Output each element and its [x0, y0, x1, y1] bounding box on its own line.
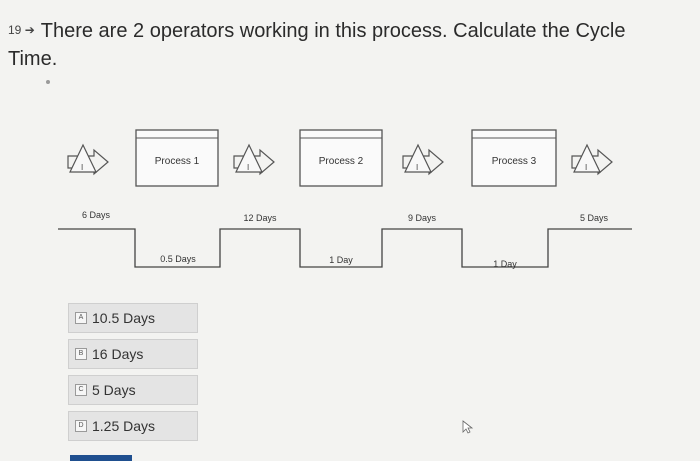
question-body: There are 2 operators working in this pr… [8, 20, 626, 70]
option-label: 16 Days [92, 346, 144, 362]
question-number: 19 ➔ [8, 23, 35, 37]
process-label: Process 1 [155, 156, 200, 167]
option-letter: B [75, 348, 87, 360]
inventory-push-arrow-4: I [571, 144, 613, 175]
answer-option-a[interactable]: A 10.5 Days [68, 303, 198, 333]
wait-label-1: 6 Days [82, 210, 111, 220]
option-label: 1.25 Days [92, 418, 156, 434]
process-time-label-2: 1 Day [329, 255, 353, 265]
inventory-label: I [585, 163, 587, 172]
inventory-label: I [81, 163, 83, 172]
mouse-pointer-icon [462, 420, 474, 434]
answer-option-c[interactable]: C 5 Days [68, 375, 198, 405]
option-label: 10.5 Days [92, 310, 156, 326]
process-box-1: Process 1 [135, 129, 219, 187]
inventory-label: I [247, 163, 249, 172]
process-label: Process 2 [319, 156, 364, 167]
inventory-push-arrow-3: I [402, 144, 444, 175]
value-stream-map: I I I I Process 1 Process 2 Process 3 6 … [58, 129, 632, 269]
answer-option-d[interactable]: D 1.25 Days [68, 411, 198, 441]
option-letter: C [75, 384, 87, 396]
bullet-dot [46, 80, 50, 84]
process-time-label-1: 0.5 Days [160, 254, 196, 264]
timeline-line [58, 228, 632, 268]
process-box-2: Process 2 [299, 129, 383, 187]
inventory-push-arrow-2: I [233, 144, 275, 175]
process-box-3: Process 3 [471, 129, 557, 187]
wait-label-2: 12 Days [243, 213, 277, 223]
submit-button[interactable] [70, 455, 132, 461]
process-time-label-3: 1 Day [493, 259, 517, 269]
option-letter: A [75, 312, 87, 324]
option-letter: D [75, 420, 87, 432]
inventory-push-arrow-1: I [67, 144, 109, 175]
question-text: 19 ➔There are 2 operators working in thi… [8, 18, 668, 72]
wait-label-4: 5 Days [580, 213, 609, 223]
option-label: 5 Days [92, 382, 136, 398]
wait-label-3: 9 Days [408, 213, 437, 223]
process-label: Process 3 [492, 156, 537, 167]
answer-option-b[interactable]: B 16 Days [68, 339, 198, 369]
inventory-label: I [416, 163, 418, 172]
